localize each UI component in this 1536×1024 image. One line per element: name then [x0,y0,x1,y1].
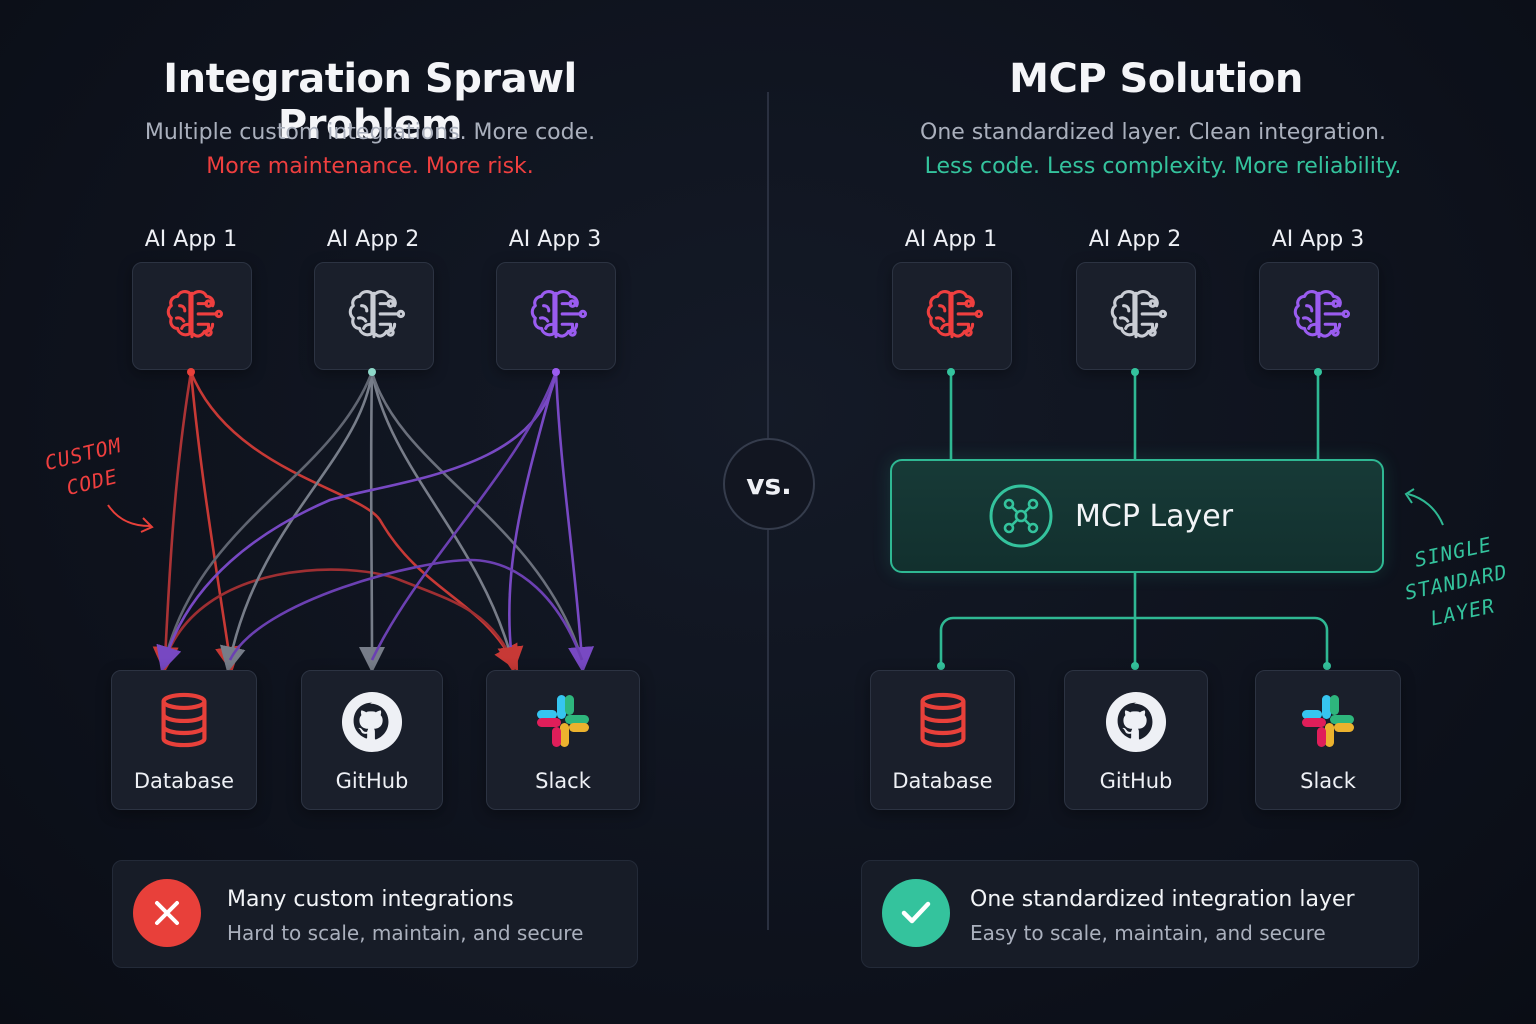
left-footer-subtitle: Hard to scale, maintain, and secure [227,921,584,945]
mcp-layer-label: MCP Layer [1075,499,1234,534]
github-icon [1105,691,1167,753]
left-subtitle-line1: Multiple custom integrations. More code. [144,120,596,145]
left-ai-app-3[interactable] [496,262,616,370]
left-footer-card: Many custom integrations Hard to scale, … [112,860,638,968]
left-title: Integration Sprawl Problem [163,56,577,148]
mcp-layer[interactable]: MCP Layer [890,459,1384,573]
right-subtitle-line2: Less code. Less complexity. More reliabi… [924,154,1402,179]
database-icon [158,691,210,749]
service-label: Database [892,769,993,793]
service-label: GitHub [335,769,409,793]
right-service-github[interactable]: GitHub [1064,670,1208,810]
left-ai-app-1[interactable] [132,262,252,370]
left-app-label-1: AI App 1 [144,227,238,252]
database-icon [917,691,969,749]
left-subtitle-line2: More maintenance. More risk. [206,154,534,179]
check-icon [882,879,950,947]
left-ai-app-2[interactable] [314,262,434,370]
service-label: Slack [535,769,591,793]
right-footer-card: One standardized integration layer Easy … [861,860,1419,968]
network-hub-icon [988,483,1054,553]
left-footer-title: Many custom integrations [227,887,514,912]
right-footer-subtitle: Easy to scale, maintain, and secure [970,921,1326,945]
right-app-label-2: AI App 2 [1088,227,1182,252]
right-subtitle-line1: One standardized layer. Clean integratio… [920,120,1386,145]
right-ai-app-1[interactable] [892,262,1012,370]
left-app-label-2: AI App 2 [326,227,420,252]
left-service-database[interactable]: Database [111,670,257,810]
slack-icon [1298,691,1358,751]
github-icon [341,691,403,753]
slack-icon [533,691,593,751]
sprawl-connections [107,368,595,673]
vs-badge: vs. [723,438,815,530]
service-label: Slack [1300,769,1356,793]
x-icon [133,879,201,947]
left-service-github[interactable]: GitHub [301,670,443,810]
right-title: MCP Solution [1009,56,1303,102]
right-service-database[interactable]: Database [870,670,1015,810]
left-service-slack[interactable]: Slack [486,670,640,810]
right-app-label-1: AI App 1 [904,227,998,252]
right-service-slack[interactable]: Slack [1255,670,1401,810]
right-app-label-3: AI App 3 [1271,227,1365,252]
right-ai-app-3[interactable] [1259,262,1379,370]
service-label: Database [133,769,235,793]
mcp-connections [937,368,1444,670]
service-label: GitHub [1099,769,1173,793]
left-app-label-3: AI App 3 [508,227,602,252]
right-ai-app-2[interactable] [1076,262,1196,370]
right-footer-title: One standardized integration layer [970,887,1355,912]
